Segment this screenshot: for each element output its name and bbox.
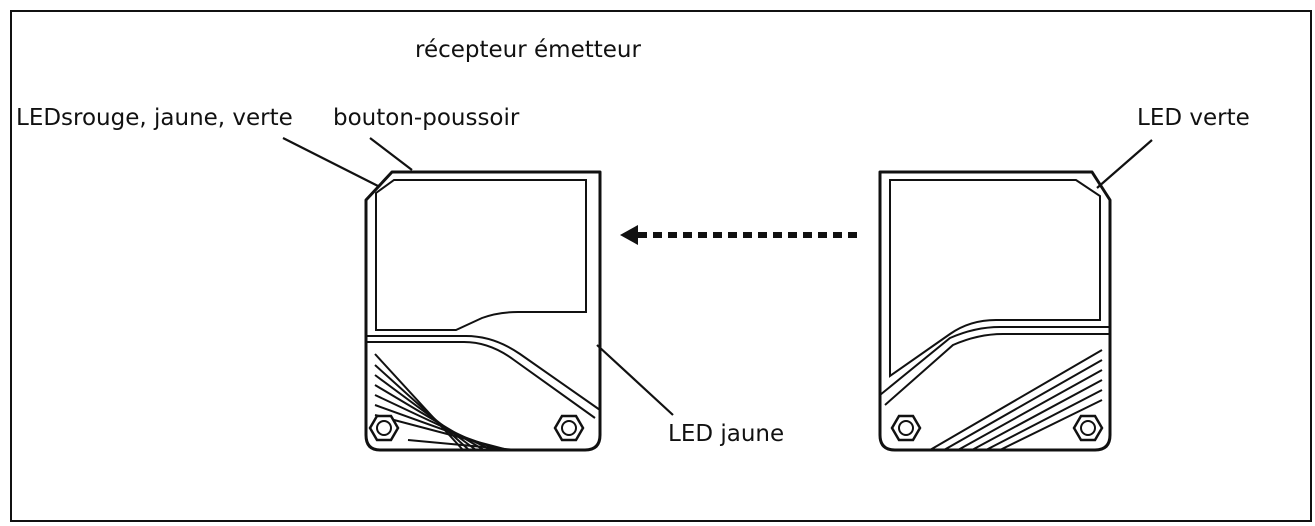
push-button-label: bouton-poussoir [333, 105, 520, 131]
emitter-device [878, 170, 1112, 452]
arrow-head-icon [620, 225, 638, 245]
title-label: récepteur émetteur [415, 37, 641, 63]
receiver-leds-label: LEDsrouge, jaune, verte [16, 105, 293, 131]
leader-line-green-led [1096, 139, 1153, 189]
receiver-vent-lines [374, 353, 517, 451]
yellow-led-label: LED jaune [668, 421, 784, 447]
emitter-housing-ridge [879, 326, 1110, 396]
receiver-housing [364, 170, 602, 452]
beam-arrow [620, 225, 857, 245]
screw-icon [890, 414, 922, 442]
screw-icon [1072, 414, 1104, 442]
receiver-device [364, 170, 602, 452]
leader-line-button [369, 137, 413, 171]
emitter-housing-ridge [884, 333, 1110, 406]
screw-icon [553, 414, 585, 442]
emitter-housing [878, 170, 1112, 452]
emitter-lens-window [889, 179, 1101, 378]
screw-icon [368, 414, 400, 442]
receiver-housing-ridge [366, 341, 596, 419]
receiver-lens-window [375, 179, 587, 331]
leader-line-yellow-led [596, 344, 674, 416]
leader-line-leds [282, 137, 379, 187]
green-led-label: LED verte [1137, 105, 1250, 131]
emitter-vent-lines [929, 349, 1103, 451]
receiver-housing-ridge [366, 335, 601, 411]
